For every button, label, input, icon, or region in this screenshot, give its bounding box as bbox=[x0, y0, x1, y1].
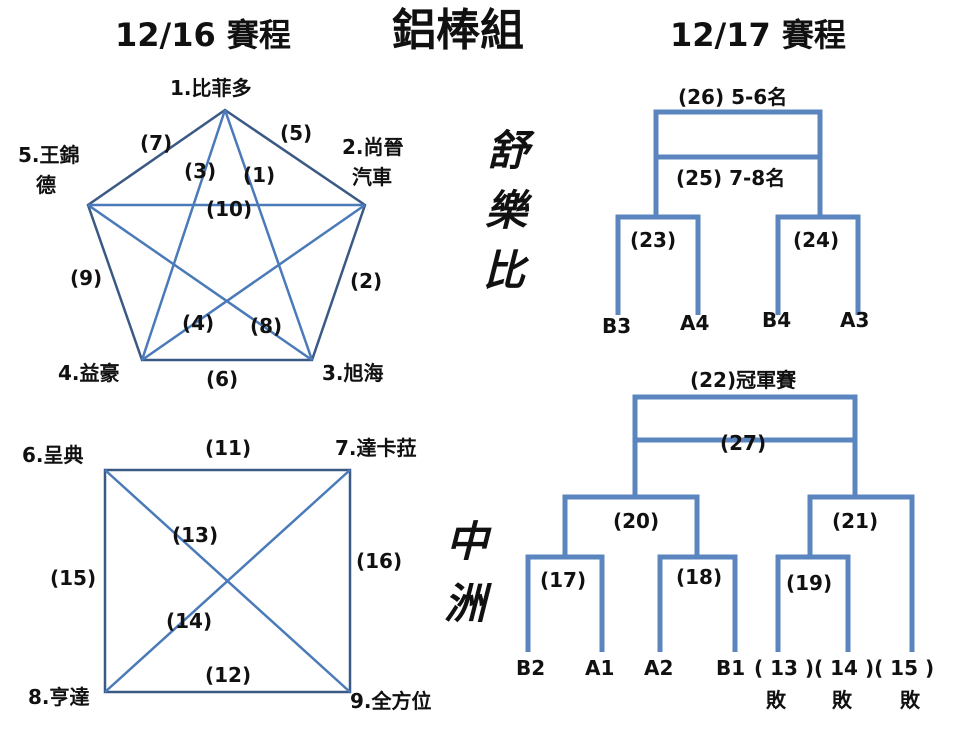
game-2: (2) bbox=[350, 269, 382, 293]
game-11: (11) bbox=[205, 436, 251, 460]
game-21: (21) bbox=[832, 509, 878, 533]
pentagon-outline bbox=[86, 108, 367, 362]
game-15: (15) bbox=[50, 566, 96, 590]
team-8: 8.亨達 bbox=[28, 685, 90, 709]
venue-2: 中 洲 bbox=[444, 517, 492, 628]
game-9: (9) bbox=[70, 266, 102, 290]
day1-title: 12/16 賽程 bbox=[115, 16, 291, 54]
game-5: (5) bbox=[280, 121, 312, 145]
game-22: (22)冠軍賽 bbox=[690, 368, 797, 392]
game-12: (12) bbox=[205, 663, 251, 687]
loser-14: 敗 bbox=[832, 688, 853, 712]
seed-a3: A3 bbox=[840, 308, 869, 332]
pentagon-diagonal-2-4 bbox=[141, 203, 366, 362]
game-6: (6) bbox=[206, 367, 238, 391]
game-3: (3) bbox=[184, 159, 216, 183]
team-1: 1.比菲多 bbox=[170, 76, 252, 100]
seed-a4: A4 bbox=[680, 311, 709, 335]
game-20: (20) bbox=[613, 509, 659, 533]
venue-2-char-1: 中 bbox=[446, 517, 492, 566]
game-24: (24) bbox=[793, 228, 839, 252]
pentagon-group: 1.比菲多 2.尚晉 汽車 3.旭海 4.益豪 5.王錦 德 (1) (2) (… bbox=[18, 76, 404, 391]
team-7: 7.達卡菈 bbox=[335, 436, 417, 460]
team-2-line1: 2.尚晉 bbox=[342, 135, 404, 159]
square-diagonal-b bbox=[104, 469, 351, 693]
game-4: (4) bbox=[182, 311, 214, 335]
game-17: (17) bbox=[540, 568, 586, 592]
team-6: 6.呈典 bbox=[22, 443, 84, 467]
pentagon-diagonal-5-3 bbox=[87, 203, 313, 362]
square-outline bbox=[103, 468, 352, 694]
pentagon-diagonal-1-3 bbox=[223, 109, 314, 361]
pentagon-diagonal-1-4 bbox=[140, 109, 227, 361]
bracket-top: (26) 5-6名 (25) 7-8名 (23) (24) B3 A4 B4 A… bbox=[602, 85, 869, 338]
day2-title: 12/17 賽程 bbox=[670, 16, 846, 54]
team-4: 4.益豪 bbox=[58, 361, 120, 385]
team-3: 3.旭海 bbox=[322, 361, 384, 385]
seed-b1: B1 bbox=[716, 656, 745, 680]
game-26: (26) 5-6名 bbox=[678, 85, 787, 109]
venue-1-char-3: 比 bbox=[483, 246, 530, 295]
game-27: (27) bbox=[720, 431, 766, 455]
bracket-bottom: (22)冠軍賽 (27) (20) (21) (17) (18) (19) B2… bbox=[516, 368, 934, 712]
venue-1-char-1: 舒 bbox=[487, 126, 535, 175]
seed-b4: B4 bbox=[762, 308, 791, 332]
losers-entries: ( 13 )( 14 )( 15 ) bbox=[754, 656, 934, 680]
game-25: (25) 7-8名 bbox=[676, 166, 785, 190]
game-19: (19) bbox=[786, 571, 832, 595]
team-5-line2: 德 bbox=[36, 173, 56, 197]
game-1: (1) bbox=[243, 163, 275, 187]
team-5-line1: 5.王錦 bbox=[18, 143, 80, 167]
game-13: (13) bbox=[172, 523, 218, 547]
seed-b3: B3 bbox=[602, 314, 631, 338]
loser-15: 敗 bbox=[900, 688, 921, 712]
loser-13: 敗 bbox=[766, 688, 787, 712]
game-14: (14) bbox=[166, 609, 212, 633]
venue-1-char-2: 樂 bbox=[485, 186, 533, 235]
game-7: (7) bbox=[140, 131, 172, 155]
seed-a2: A2 bbox=[644, 656, 673, 680]
group-title: 鋁棒組 bbox=[392, 5, 524, 56]
team-2-line2: 汽車 bbox=[352, 165, 392, 189]
seed-b2: B2 bbox=[516, 656, 545, 680]
square-group: 6.呈典 7.達卡菈 8.亨達 9.全方位 (11) (12) (13) (14… bbox=[22, 436, 432, 713]
seed-a1: A1 bbox=[585, 656, 614, 680]
game-16: (16) bbox=[356, 549, 402, 573]
game-8: (8) bbox=[250, 314, 282, 338]
game-18: (18) bbox=[676, 565, 722, 589]
venue-1: 舒 樂 比 bbox=[483, 126, 535, 295]
game-23: (23) bbox=[630, 228, 676, 252]
game-10: (10) bbox=[206, 197, 252, 221]
venue-2-char-2: 洲 bbox=[444, 579, 492, 628]
team-9: 9.全方位 bbox=[350, 689, 432, 713]
